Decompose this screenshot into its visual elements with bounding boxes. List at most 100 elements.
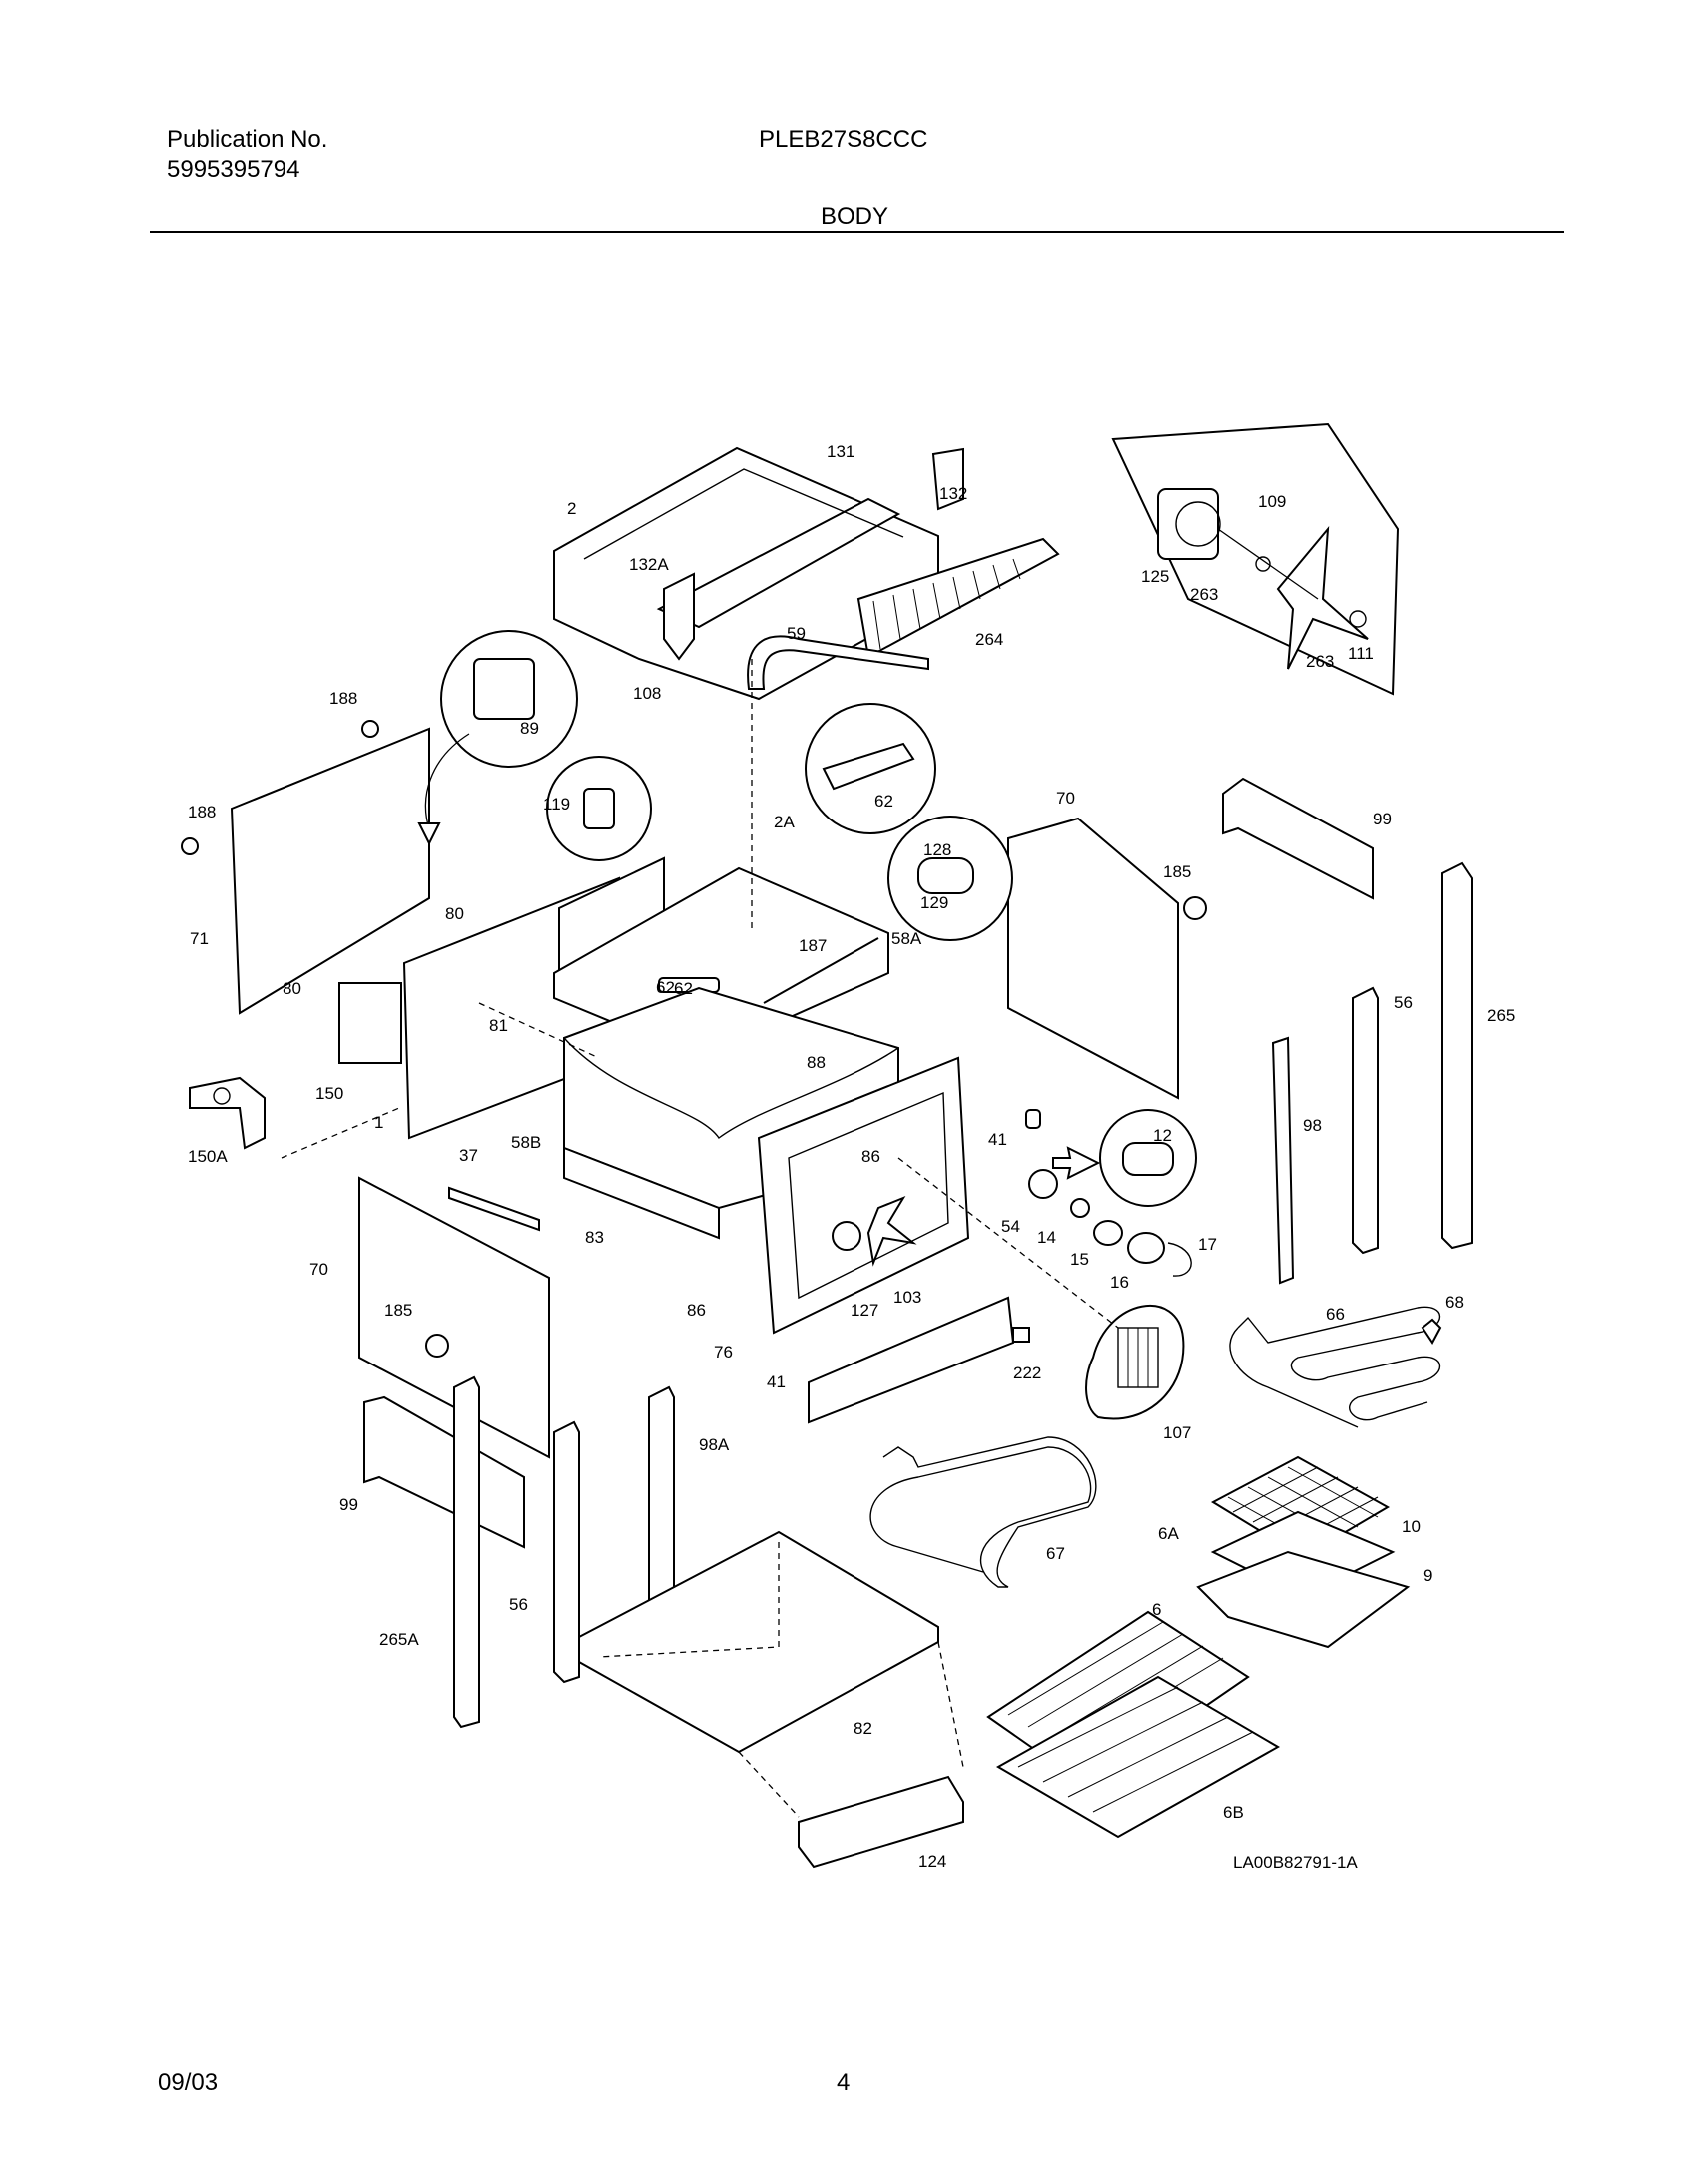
callout-56-37: 56 <box>1394 993 1413 1012</box>
callout-62-18: 62 <box>656 978 675 997</box>
callout-128-21: 128 <box>923 840 951 859</box>
fan-blade <box>866 1195 917 1267</box>
publication-number: 5995395794 <box>167 156 300 183</box>
callout-12-39: 12 <box>1153 1126 1172 1145</box>
callout-15-45: 15 <box>1070 1250 1089 1269</box>
broiler-pan-9 <box>1196 1550 1411 1649</box>
callout-59-10: 59 <box>787 624 806 643</box>
callout-56-67: 56 <box>509 1595 528 1614</box>
callout-129-22: 129 <box>920 893 948 912</box>
callout-222-56: 222 <box>1013 1364 1041 1382</box>
callout-6b-70: 6B <box>1223 1803 1244 1822</box>
callout-89-13: 89 <box>520 719 539 738</box>
callout-107-59: 107 <box>1163 1423 1191 1442</box>
convection-fan-inset <box>1111 422 1400 696</box>
callout-264-9: 264 <box>975 630 1003 649</box>
bracket-150a <box>189 1076 266 1150</box>
lamp-receptacle <box>1028 1169 1058 1199</box>
callout-68-58: 68 <box>1445 1293 1464 1312</box>
callout-109-4: 109 <box>1258 492 1286 511</box>
left-side-panel <box>230 727 430 1015</box>
lamp-lens <box>1127 1232 1165 1264</box>
callout-14-44: 14 <box>1037 1228 1056 1247</box>
side-trim-56 <box>1352 986 1379 1255</box>
section-title: BODY <box>821 203 889 230</box>
callout-67-62: 67 <box>1046 1544 1065 1563</box>
callout-125-5: 125 <box>1141 567 1169 586</box>
callout-41-42: 41 <box>988 1130 1007 1149</box>
lamp-ring <box>1070 1198 1090 1218</box>
oven-light-inset <box>1052 1109 1197 1207</box>
inset-128-129 <box>887 816 1013 941</box>
callout-9-65: 9 <box>1423 1566 1432 1585</box>
oven-rack-6b <box>995 1675 1281 1839</box>
callout-83-48: 83 <box>585 1228 604 1247</box>
grommet-188 <box>361 720 379 738</box>
callout-150a-34: 150A <box>188 1147 228 1166</box>
callout-82-69: 82 <box>854 1719 872 1738</box>
callout-185-23: 185 <box>1163 862 1191 881</box>
guide-line-5 <box>478 1002 600 1059</box>
control-board-99-b <box>363 1395 525 1549</box>
callout-62-29: 62 <box>674 979 693 998</box>
fan-motor-127 <box>832 1221 861 1251</box>
top-cover-panel <box>553 446 939 701</box>
fan-cover <box>1085 1304 1185 1420</box>
oven-floor-82 <box>578 1530 939 1754</box>
callout-108-11: 108 <box>633 684 661 703</box>
lamp-socket <box>1025 1109 1041 1129</box>
callout-188-14: 188 <box>188 803 216 821</box>
guide-line-2 <box>937 1641 964 1768</box>
callout-263-7: 263 <box>1306 652 1334 671</box>
callout-70-19: 70 <box>1056 789 1075 808</box>
callout-111-8: 111 <box>1348 644 1374 663</box>
lamp-bulb <box>1093 1220 1123 1246</box>
bake-element <box>869 1436 1097 1588</box>
guide-line-1 <box>738 1751 800 1818</box>
side-trim-98 <box>1271 1036 1295 1285</box>
callout-99-20: 99 <box>1373 810 1392 828</box>
callout-6a-63: 6A <box>1158 1524 1179 1543</box>
callout-54-43: 54 <box>1001 1217 1020 1236</box>
callout-150-32: 150 <box>315 1084 343 1103</box>
transformer <box>338 982 402 1064</box>
callout-131-0: 131 <box>827 442 854 461</box>
callout-98a-61: 98A <box>699 1435 730 1454</box>
callout-2a-17: 2A <box>774 813 795 831</box>
callout-185-50: 185 <box>384 1301 412 1320</box>
callout-80-25: 80 <box>445 904 464 923</box>
guide-line-6 <box>897 1157 1119 1329</box>
callout-124-71: 124 <box>918 1852 946 1871</box>
callout-103-54: 103 <box>893 1288 921 1307</box>
baffle-103 <box>808 1296 1015 1424</box>
footer-page-number: 4 <box>837 2069 851 2096</box>
bracket-132a <box>663 572 695 661</box>
callout-16-46: 16 <box>1110 1273 1129 1292</box>
callout-37-40: 37 <box>459 1146 478 1165</box>
clip-222 <box>1012 1327 1030 1343</box>
callout-62-16: 62 <box>874 792 893 811</box>
callout-88-31: 88 <box>807 1053 826 1072</box>
callout-86-41: 86 <box>861 1147 880 1166</box>
footer-date: 09/03 <box>158 2069 219 2096</box>
callout-98-38: 98 <box>1303 1116 1322 1135</box>
rod-187 <box>763 937 879 1004</box>
callout-10-64: 10 <box>1402 1517 1421 1536</box>
publication-label: Publication No. <box>167 126 328 153</box>
callout-265a-66: 265A <box>379 1630 419 1649</box>
callout-187-27: 187 <box>799 936 827 955</box>
callout-71-24: 71 <box>190 929 209 948</box>
callout-76-52: 76 <box>714 1343 733 1362</box>
grommet-185 <box>1183 896 1207 920</box>
callout-99-60: 99 <box>339 1495 358 1514</box>
grommet-188-b <box>181 837 199 855</box>
model-number: PLEB27S8CCC <box>759 126 928 153</box>
grommet-185-b <box>425 1334 449 1358</box>
callout-41-55: 41 <box>767 1372 786 1391</box>
callout-188-12: 188 <box>329 689 357 708</box>
drawer-base-124 <box>798 1775 964 1869</box>
callout-132a-3: 132A <box>629 555 669 574</box>
callout-80-28: 80 <box>283 979 301 998</box>
